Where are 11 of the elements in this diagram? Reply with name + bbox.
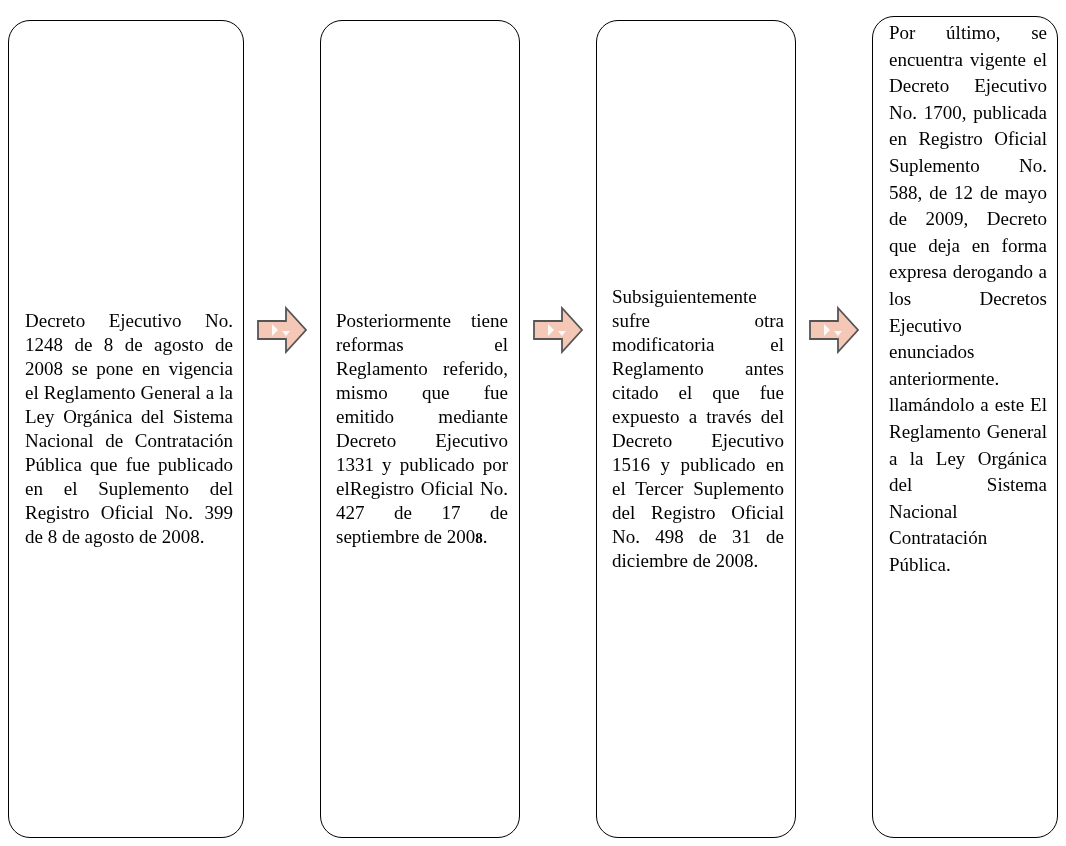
- block-arrow: [809, 305, 860, 355]
- text-box: [320, 20, 520, 838]
- paragraph: Por último, se encuentra vigente el Decreto Ejecutivo No. 1700, publicada en Registro Oficial Suplemento No. 588, de 12 de mayo de 2009, Decreto que deja en forma expresa derogando a los Decretos Ejecutivo enunciados anteriormente. llamándolo a este El Reglamento General a la Ley Orgánica del Sistema Nacional Contratación Pública.: [889, 21, 1047, 577]
- paragraph: Decreto Ejecutivo No. 1248 de 8 de agosto de 2008 se pone en vigencia el Reglamento General a la Ley Orgánica del Sistema Nacional de Contratación Pública que fue publicado en el Suplemento del Registro Oficial No. 399 de 8 de agosto de 2008.: [25, 309, 233, 549]
- paragraph: Subsiguientemente sufre otra modificatoria el Reglamento antes citado el que fue expuesto a través del Decreto Ejecutivo 1516 y publicado en el Tercer Suplemento del Registro Oficial No. 498 de 31 de diciembre de 2008.: [612, 285, 784, 573]
- text-box: [872, 16, 1058, 838]
- text-box: [596, 20, 796, 838]
- text-box: [8, 20, 244, 838]
- block-arrow: [257, 305, 308, 355]
- paragraph: Posteriormente tiene reformas el Reglamento referido, mismo que fue emitido mediante Decreto Ejecutivo 1331 y publicado por elRegistro Oficial No. 427 de 17 de septiembre de 2008.: [336, 308, 508, 549]
- block-arrow: [533, 305, 584, 355]
